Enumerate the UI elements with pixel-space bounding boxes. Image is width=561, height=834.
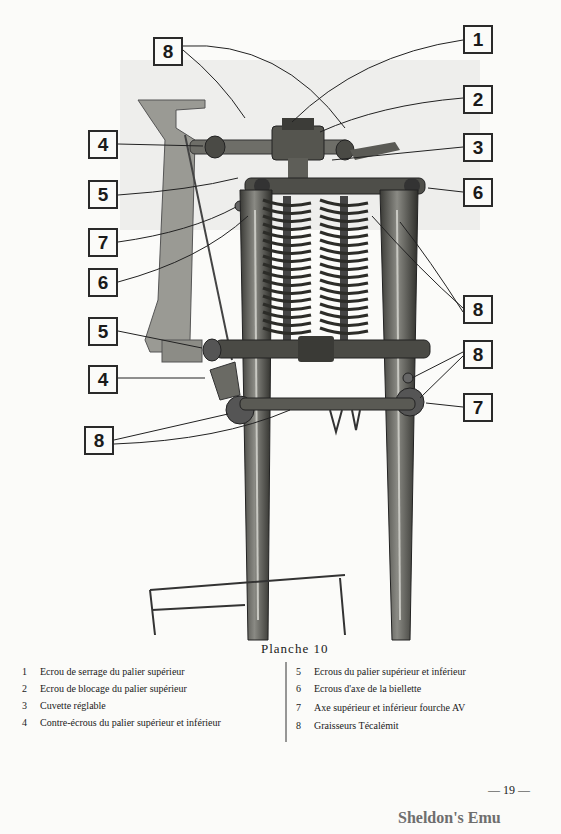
spring-coil [263,264,311,269]
callout-number: 3 [473,138,484,157]
callout-box: 6 [88,268,118,297]
spring-coil [320,232,368,237]
callout-number: 5 [98,185,109,204]
spring-coil [320,280,368,285]
key-text: Graisseurs Técalémit [314,720,554,732]
spring-coil [320,256,368,261]
callout-number: 8 [473,345,484,364]
callout-box: 5 [88,180,118,209]
callout-number: 1 [473,30,484,49]
spring-coil [320,272,368,277]
key-text: Contre-écrous du palier supérieur et inf… [40,717,275,729]
callout-box: 4 [88,365,118,394]
spring-coil [320,264,368,269]
key-text: Cuvette réglable [40,700,280,712]
spring-coil [320,248,368,253]
key-text: Ecrous d'axe de la biellette [314,683,554,695]
plate-caption: Planche 10 [261,643,328,655]
spring-coil [320,328,368,333]
watermark: Sheldon's Emu [398,812,558,824]
key-text: Ecrou de blocage du palier supérieur [40,683,280,695]
callout-box: 1 [463,25,493,54]
spring-coil [263,248,311,253]
spring-coil [320,216,368,221]
spring-coil [320,224,368,229]
callout-box: 8 [153,37,183,66]
callout-box: 8 [463,295,493,324]
callout-number: 2 [473,90,484,109]
key-text: Axe supérieur et inférieur fourche AV [314,702,554,714]
callout-number: 6 [473,183,484,202]
spring-coil [263,256,311,261]
callout-number: 4 [98,370,109,389]
spring-coil [263,280,311,285]
callout-box: 2 [463,85,493,114]
key-number: 2 [22,683,36,695]
spring-coil [263,304,311,309]
key-number: 8 [296,720,310,732]
callout-number: 7 [473,398,484,417]
callout-number: 5 [98,322,109,341]
spring-coil [263,312,311,317]
callout-box: 7 [88,228,118,257]
key-text: Ecrou de serrage du palier supérieur [40,666,280,678]
spring-coil [320,288,368,293]
callout-box: 8 [84,426,114,455]
spring-coil [320,240,368,245]
callout-box: 3 [463,133,493,162]
key-number: 7 [296,702,310,714]
key-text: Ecrous du palier supérieur et inférieur [314,666,554,678]
key-number: 4 [22,717,36,729]
callout-box: 6 [463,178,493,207]
callout-number: 8 [473,300,484,319]
spring-coil [320,312,368,317]
callout-number: 7 [98,233,109,252]
spring-coil [263,288,311,293]
spring-coil [263,296,311,301]
key-number: 3 [22,700,36,712]
key-number: 5 [296,666,310,678]
spring-coil [320,296,368,301]
callout-number: 8 [94,431,105,450]
spring-coil [263,320,311,325]
page-number: — 19 — [488,784,558,796]
spring-coil [320,320,368,325]
callout-box: 8 [463,340,493,369]
spring-coil [263,272,311,277]
spring-coil [263,240,311,245]
spring-coil [263,216,311,221]
callout-box: 4 [88,130,118,159]
spring-coil [263,224,311,229]
spring-coil [320,200,368,205]
key-number: 6 [296,683,310,695]
callout-box: 5 [88,317,118,346]
spring-coil [263,232,311,237]
spring-coil [263,208,311,213]
callout-box: 7 [463,393,493,422]
callout-number: 4 [98,135,109,154]
key-number: 1 [22,666,36,678]
spring-coil [263,200,311,205]
spring-coil [263,328,311,333]
callout-number: 6 [98,273,109,292]
spring-coil [320,208,368,213]
spring-coil [320,304,368,309]
callout-number: 8 [163,42,174,61]
